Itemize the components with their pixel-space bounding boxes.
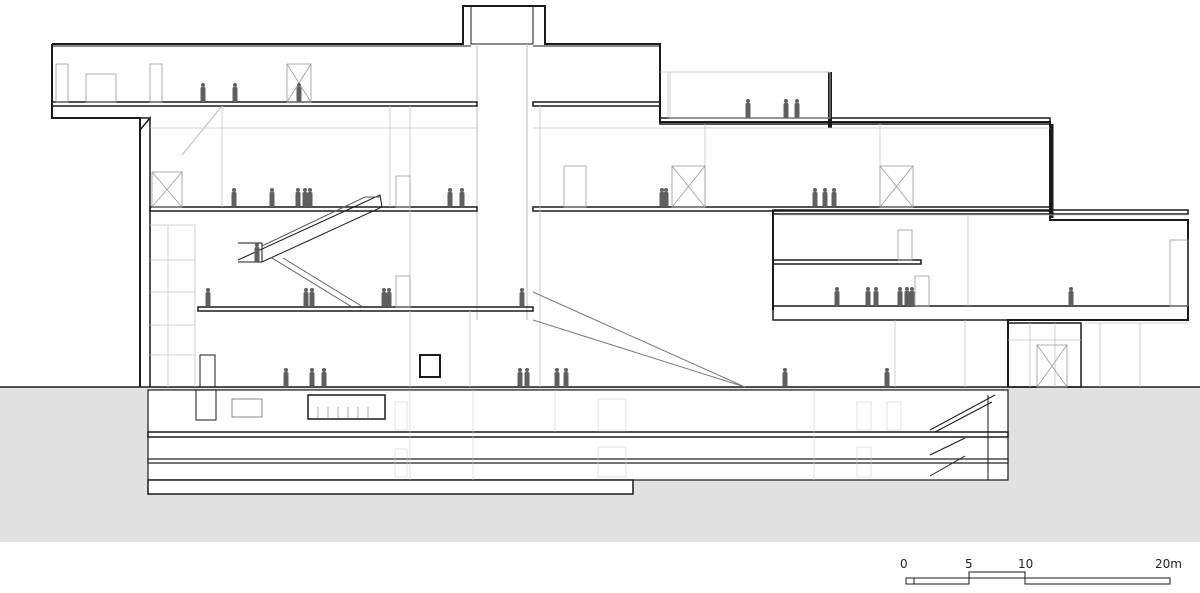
building-structure xyxy=(51,5,1189,388)
person-figure xyxy=(283,368,289,387)
person-figure xyxy=(524,368,530,387)
scale-label-10: 10 xyxy=(1018,557,1033,571)
person-figure xyxy=(309,288,315,307)
person-figure xyxy=(307,188,313,207)
person-figure xyxy=(302,188,308,207)
scale-label-0: 0 xyxy=(900,557,908,571)
person-figure xyxy=(231,188,237,207)
person-figure xyxy=(517,368,523,387)
person-figure xyxy=(873,287,879,306)
scale-label-20m: 20m xyxy=(1155,557,1182,571)
basement-levels xyxy=(147,389,1009,495)
person-figure xyxy=(321,368,327,387)
person-figure xyxy=(782,368,788,387)
person-figure xyxy=(447,188,453,207)
doors-and-windows xyxy=(55,63,1189,388)
person-figure xyxy=(659,188,665,207)
person-figure xyxy=(200,83,206,102)
human-figures xyxy=(200,83,1074,387)
person-figure xyxy=(904,287,910,306)
scale-bar: 0 5 10 20m xyxy=(900,557,1182,585)
person-figure xyxy=(309,368,315,387)
person-figure xyxy=(459,188,465,207)
person-figure xyxy=(783,99,789,118)
person-figure xyxy=(254,243,260,262)
person-figure xyxy=(295,188,301,207)
person-figure xyxy=(1068,287,1074,306)
person-figure xyxy=(812,188,818,207)
person-figure xyxy=(663,188,669,207)
person-figure xyxy=(909,287,915,306)
person-figure xyxy=(269,188,275,207)
person-figure xyxy=(865,287,871,306)
person-figure xyxy=(831,188,837,207)
person-figure xyxy=(897,287,903,306)
person-figure xyxy=(834,287,840,306)
person-figure xyxy=(386,288,392,307)
person-figure xyxy=(554,368,560,387)
person-figure xyxy=(822,188,828,207)
stairs xyxy=(181,105,746,388)
person-figure xyxy=(563,368,569,387)
person-figure xyxy=(381,288,387,307)
person-figure xyxy=(745,99,751,118)
person-figure xyxy=(296,83,302,102)
person-figure xyxy=(884,368,890,387)
scale-label-5: 5 xyxy=(965,557,973,571)
person-figure xyxy=(205,288,211,307)
person-figure xyxy=(303,288,309,307)
person-figure xyxy=(519,288,525,307)
person-figure xyxy=(232,83,238,102)
person-figure xyxy=(794,99,800,118)
